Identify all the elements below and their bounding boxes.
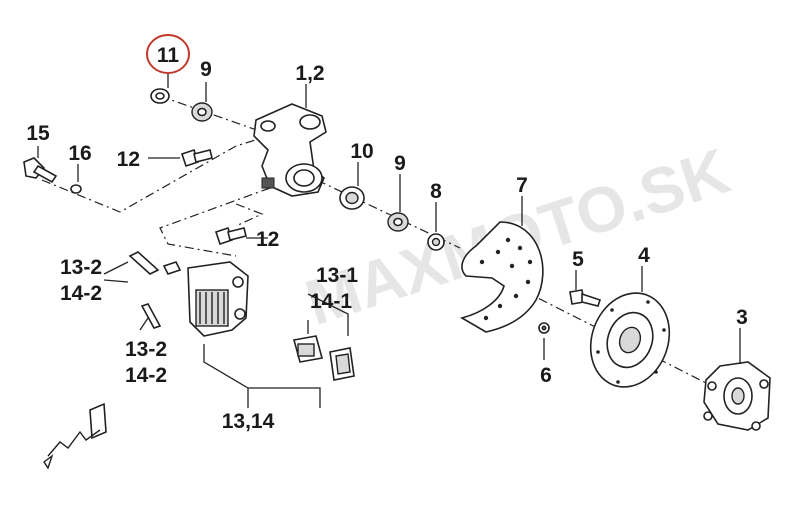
callout-14-2-lower: 14-2 xyxy=(125,364,167,387)
brake-disc-7 xyxy=(459,221,544,333)
wheel-hub-3 xyxy=(703,361,771,431)
callout-9-lower: 9 xyxy=(394,152,406,175)
bearing-10 xyxy=(339,186,365,210)
callout-9-upper: 9 xyxy=(200,58,212,81)
axis-disc xyxy=(521,289,721,391)
callout-6: 6 xyxy=(540,364,552,387)
washer-8 xyxy=(427,233,445,251)
callout-12-upper: 12 xyxy=(117,148,140,171)
brake-caliper xyxy=(187,261,249,337)
brake-pad-right xyxy=(329,347,355,381)
callout-13-2-upper: 13-2 xyxy=(60,256,102,279)
callout-13-1: 13-1 xyxy=(316,264,358,287)
callout-11: 11 xyxy=(157,44,180,67)
steering-knuckle xyxy=(253,103,327,197)
bolt-15 xyxy=(23,157,58,184)
highlight-ring xyxy=(146,34,190,74)
callout-14-1: 14-1 xyxy=(310,290,352,313)
axis-bolt-12b xyxy=(235,203,264,227)
callout-12-lower: 12 xyxy=(256,228,279,251)
callout-5: 5 xyxy=(572,248,584,271)
screw-6 xyxy=(538,322,550,334)
callout-10: 10 xyxy=(350,140,373,163)
axis-bolt-15 xyxy=(41,137,263,213)
brake-disc-4 xyxy=(589,292,671,388)
caliper-pin-13-2-lower xyxy=(140,303,162,329)
front-direction-icon xyxy=(43,402,107,470)
callout-3: 3 xyxy=(736,306,748,329)
washer-16 xyxy=(70,184,82,194)
callout-14-2-upper: 14-2 xyxy=(60,282,102,305)
oil-seal-11 xyxy=(150,88,170,104)
bearing-9-upper xyxy=(191,102,213,122)
axis-bearing-11 xyxy=(159,95,269,135)
callout-13-2-lower: 13-2 xyxy=(125,338,167,361)
callout-4: 4 xyxy=(638,244,650,267)
callout-15: 15 xyxy=(26,122,50,145)
bolt-12-lower xyxy=(214,226,247,246)
bolt-12-upper xyxy=(180,148,213,168)
bolt-5 xyxy=(569,289,602,307)
bearing-9-lower xyxy=(387,212,409,232)
callout-1-2: 1,2 xyxy=(295,62,324,85)
callout-8: 8 xyxy=(430,180,442,203)
callout-7: 7 xyxy=(516,174,528,197)
callout-13-14: 13,14 xyxy=(222,410,275,433)
callout-16: 16 xyxy=(68,142,91,165)
caliper-bolt-13-2-upper xyxy=(128,251,182,275)
brake-pad-left xyxy=(292,335,324,363)
axis-caliper-mount xyxy=(159,187,271,257)
